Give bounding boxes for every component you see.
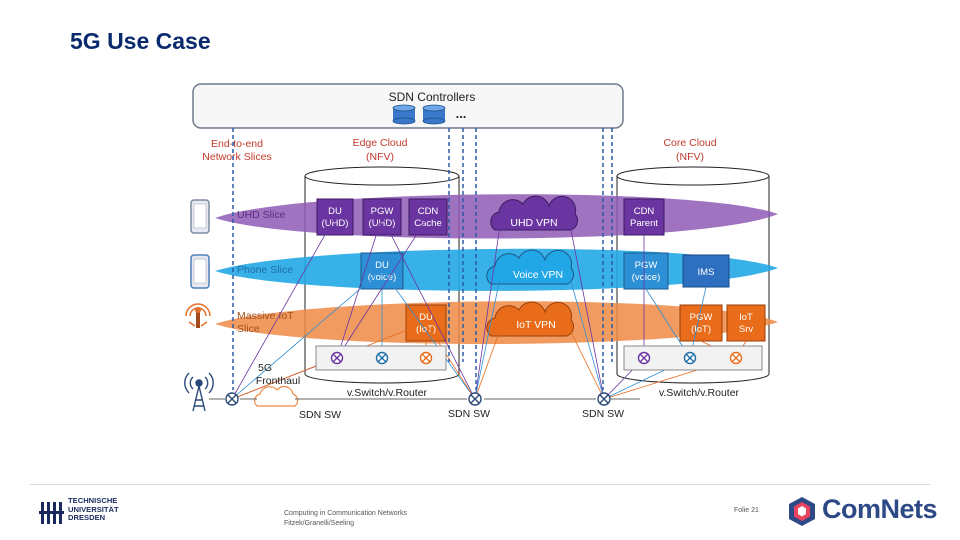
du-voice-box: DU(voice) — [360, 252, 404, 290]
footer-divider — [30, 484, 930, 485]
sdn-switch-icon-fronthaul — [225, 392, 239, 406]
iot-vpn-cloud: IoT VPN — [486, 301, 575, 337]
switch-icon-core-uhd — [637, 351, 651, 365]
smartphone-icon — [190, 199, 210, 234]
course-title: Computing in Communication Networks — [284, 510, 407, 517]
sdn-sw-label-2: SDN SW — [448, 408, 490, 420]
comnets-logo — [789, 497, 815, 526]
cell-tower-icon — [184, 372, 214, 412]
university-line-1: TECHNISCHE — [68, 496, 118, 505]
svg-text:UHD VPN: UHD VPN — [510, 217, 557, 229]
svg-text:PGW(IoT): PGW(IoT) — [690, 312, 713, 335]
fronthaul-cloud — [254, 385, 299, 407]
iot-sensor-icon — [185, 303, 211, 328]
svg-text:DU(voice): DU(voice) — [368, 260, 397, 283]
svg-text:PGW(UHD): PGW(UHD) — [369, 206, 396, 229]
tu-dresden-logo — [39, 502, 64, 524]
switch-icon-core-iot — [729, 351, 743, 365]
pgw-uhd-box: PGW(UHD) — [362, 198, 402, 236]
svg-text:IoT VPN: IoT VPN — [516, 319, 556, 331]
course-authors: Fitzek/Granelli/Seeling — [284, 519, 355, 527]
core-cloud-label: Core Cloud(NFV) — [663, 137, 716, 163]
sdn-controllers-label: SDN Controllers — [389, 90, 476, 104]
controllers-ellipsis: ... — [456, 106, 467, 121]
svg-text:DU(UHD): DU(UHD) — [322, 206, 349, 229]
database-icon — [422, 104, 446, 125]
edge-cloud-label: Edge Cloud(NFV) — [353, 137, 408, 163]
database-icon — [392, 104, 416, 125]
sdn-switch-icon-core — [597, 392, 611, 406]
switch-icon-du-iot — [419, 351, 433, 365]
university-line-2: UNIVERSITÄT — [68, 504, 119, 514]
university-line-3: DRESDEN — [68, 513, 106, 523]
uhd-vpn-cloud: UHD VPN — [490, 195, 579, 231]
sdn-sw-label-3: SDN SW — [582, 408, 624, 420]
comnets-wordmark: ComNets — [822, 494, 938, 524]
page-number: Folie 21 — [734, 507, 759, 514]
svg-text:DU(IoT): DU(IoT) — [416, 312, 436, 335]
svg-text:Voice VPN: Voice VPN — [513, 269, 563, 281]
smartphone-icon — [190, 254, 210, 289]
vswitch-right-label: v.Switch/v.Router — [659, 387, 740, 399]
vswitch-left-label: v.Switch/v.Router — [347, 387, 428, 399]
svg-text:IMS: IMS — [698, 267, 715, 278]
switch-icon-du-uhd — [330, 351, 344, 365]
pgw-voice-box: PGW(voice) — [623, 252, 669, 290]
slide-title: 5G Use Case — [70, 28, 211, 54]
tu-dresden-wordmark: TECHNISCHE UNIVERSITÄT DRESDEN — [68, 496, 119, 523]
switch-icon-core-voice — [683, 351, 697, 365]
voice-vpn-cloud: Voice VPN — [486, 249, 575, 285]
sdn-switch-icon-middle — [468, 392, 482, 406]
sdn-sw-label-1: SDN SW — [299, 409, 341, 421]
uhd-slice-label: UHD Slice — [237, 209, 286, 221]
footer-course-info: Computing in Communication Networks Fitz… — [284, 509, 407, 528]
ims-box: IMS — [682, 254, 730, 288]
switch-icon-du-voice — [375, 351, 389, 365]
svg-text:PGW(voice): PGW(voice) — [632, 260, 661, 283]
phone-slice-label: Phone Slice — [237, 264, 293, 276]
sdn-control-dashed-lines — [232, 128, 613, 390]
